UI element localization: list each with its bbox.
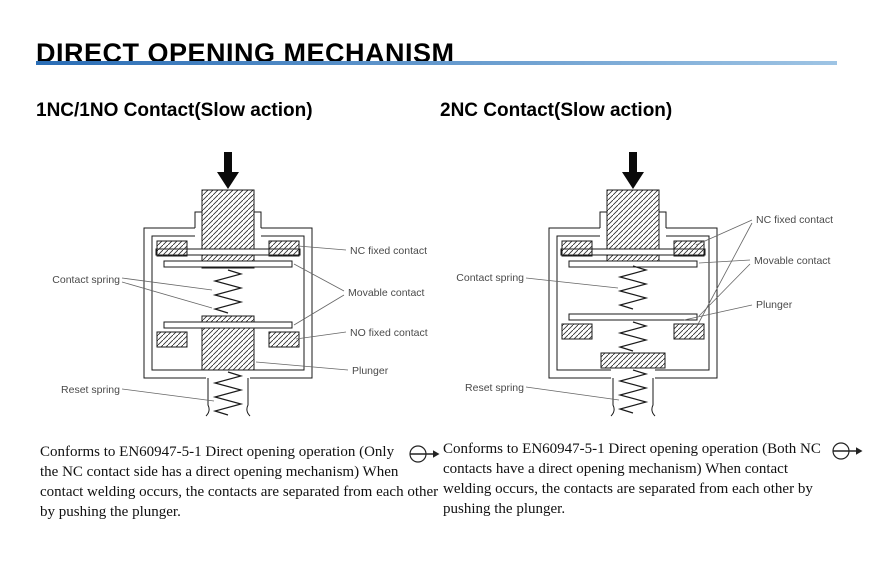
label-nc-fixed-contact: NC fixed contact [756, 214, 833, 226]
spring-skirt [205, 378, 251, 417]
subtitle-1nc1no: 1NC/1NO Contact(Slow action) [36, 99, 313, 121]
label-no-fixed-contact: NO fixed contact [350, 327, 428, 339]
movable-contact-bar-lower [568, 313, 698, 321]
label-reset-spring: Reset spring [465, 382, 524, 394]
plunger-upper [201, 189, 255, 269]
movable-contact-bar-upper [163, 260, 293, 268]
description-text: Conforms to EN60947-5-1 Direct opening o… [443, 441, 821, 517]
label-nc-fixed-contact: NC fixed contact [350, 245, 427, 257]
label-contact-spring: Contact spring [456, 272, 524, 284]
label-movable-contact: Movable contact [348, 287, 425, 299]
direct-opening-arrow-icon [408, 444, 440, 471]
spring-skirt [610, 378, 656, 417]
nc-terminal-mid-right [673, 323, 705, 340]
contact-spring-coil [212, 269, 244, 314]
label-contact-spring: Contact spring [52, 274, 120, 286]
no-terminal-left [156, 331, 188, 348]
reset-spring-coil [617, 369, 649, 414]
diagram-1nc1no: Contact spring Reset spring NC fixed con… [52, 152, 428, 417]
diagram-2nc: NC fixed contact Movable contact Plunger… [456, 152, 833, 417]
description-text: Conforms to EN60947-5-1 Direct opening o… [40, 444, 439, 520]
description-1nc1no: Conforms to EN60947-5-1 Direct opening o… [40, 443, 440, 523]
push-arrow-icon [217, 152, 239, 189]
direct-opening-arrow-icon [831, 441, 863, 468]
nc-fixed-contact-bar [155, 248, 301, 256]
nc-terminal-right [268, 240, 300, 257]
contact-spring-coil-upper [617, 265, 649, 310]
nc-fixed-contact-bar-upper [560, 248, 706, 256]
label-plunger: Plunger [756, 299, 793, 311]
label-reset-spring: Reset spring [61, 384, 120, 396]
leader-lines [525, 219, 753, 401]
no-terminal-right [268, 331, 300, 348]
spring-channel-bottom [611, 367, 655, 381]
nc-terminal-mid-left [561, 323, 593, 340]
label-plunger: Plunger [352, 365, 389, 377]
plunger-collar [194, 211, 262, 228]
plunger-collar [599, 211, 667, 228]
movable-contact-bar-upper [568, 260, 698, 268]
nc-terminal-top-left [561, 240, 593, 257]
title-rule [36, 61, 837, 65]
movable-contact-bar-lower [163, 321, 293, 329]
label-movable-contact: Movable contact [754, 255, 831, 267]
subtitle-2nc: 2NC Contact(Slow action) [440, 99, 673, 121]
nc-terminal-left [156, 240, 188, 257]
description-2nc: Conforms to EN60947-5-1 Direct opening o… [443, 440, 863, 520]
push-arrow-icon [622, 152, 644, 189]
plunger-foot [600, 352, 666, 369]
contact-spring-coil-lower [617, 321, 649, 352]
reset-spring-coil [212, 371, 244, 416]
leader-lines [121, 245, 349, 402]
